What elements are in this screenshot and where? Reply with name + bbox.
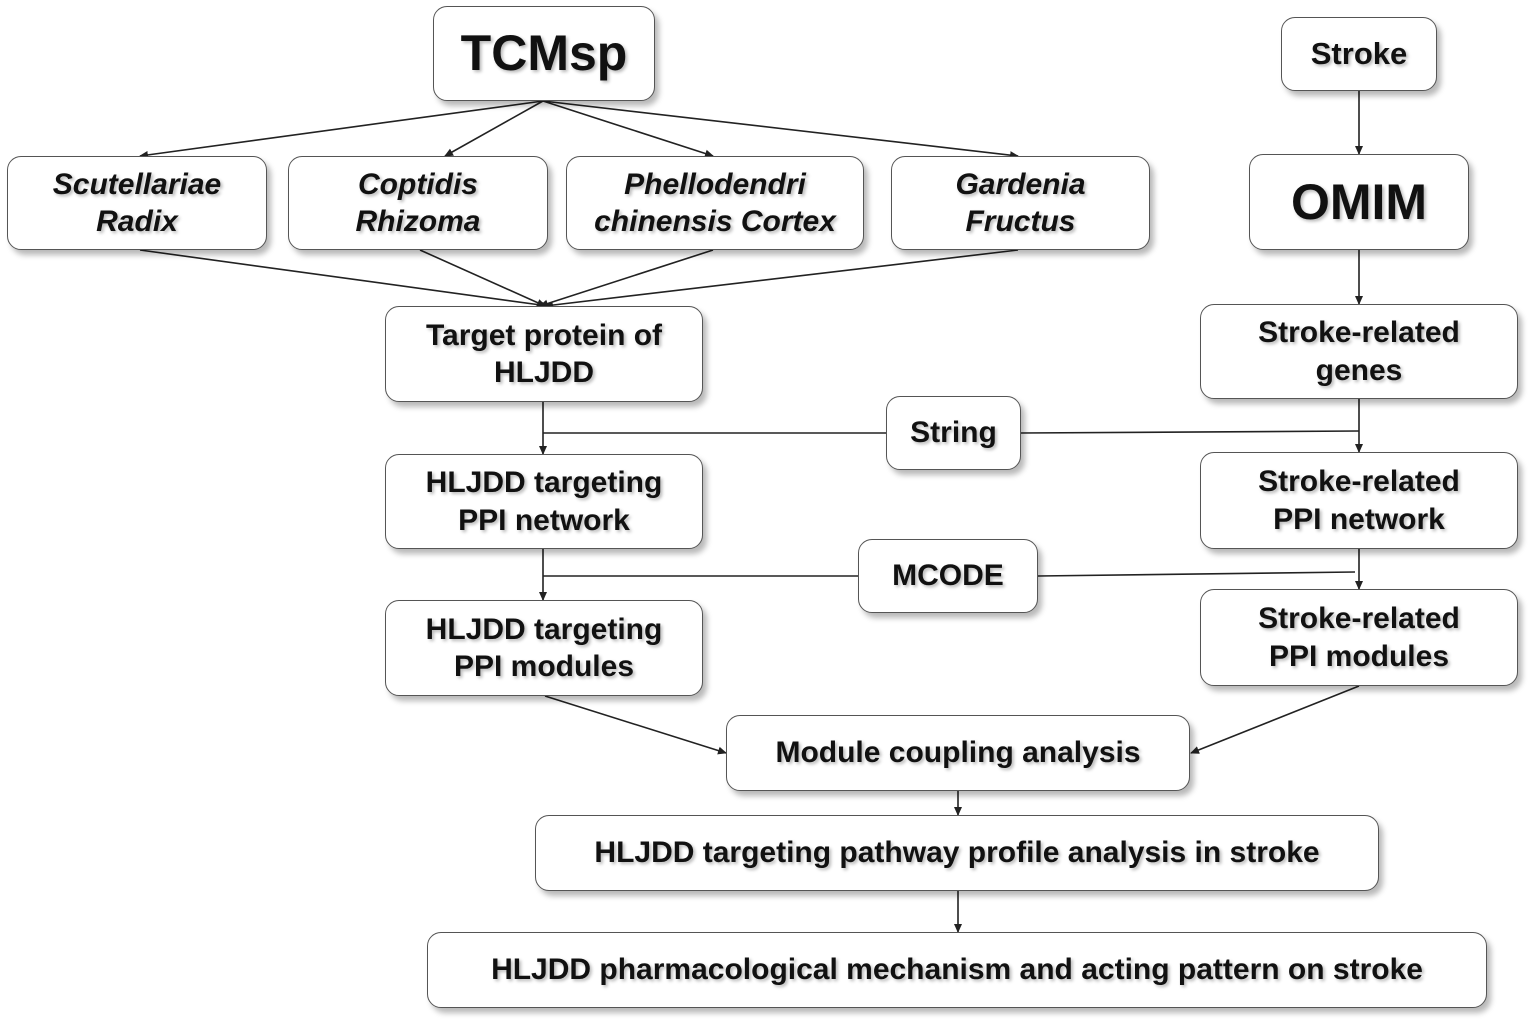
node-mcode-label: MCODE [892, 559, 1004, 593]
herb-phellodendri-line2: chinensis Cortex [594, 205, 836, 238]
herb-scutellariae-line2: Radix [96, 205, 178, 238]
pathway-profile-label: HLJDD targeting pathway profile analysis… [594, 836, 1320, 870]
stroke-ppi-modules-line2: PPI modules [1268, 639, 1450, 673]
herb-gardenia-line2: Fructus [965, 205, 1076, 238]
node-pathway-profile: HLJDD targeting pathway profile analysis… [535, 815, 1379, 891]
node-string: String [886, 396, 1021, 470]
node-tcmsp: TCMsp [433, 6, 655, 101]
node-stroke-label: Stroke [1310, 35, 1408, 71]
hljdd-ppi-network-line1: HLJDD targeting [425, 466, 663, 499]
edge-tcmsp-herb1 [139, 100, 544, 159]
target-protein-line1: Target protein of [425, 318, 663, 352]
herb-coptidis-line1: Coptidis [358, 167, 478, 201]
edge-stroke-modules-coupling [1190, 685, 1360, 754]
stroke-genes-line1: Stroke-related [1258, 316, 1460, 349]
node-stroke-genes: Stroke-related genes [1200, 304, 1518, 399]
herb-scutellariae-line1: Scutellariae [52, 167, 222, 201]
edge-tcmsp-herb2 [444, 100, 544, 157]
node-herb-gardenia: Gardenia Fructus [891, 156, 1150, 250]
node-herb-coptidis: Coptidis Rhizoma [288, 156, 548, 250]
edge-herb3-target [539, 249, 714, 308]
node-module-coupling: Module coupling analysis [726, 715, 1190, 791]
edge-herb1-target [139, 249, 549, 309]
mechanism-label: HLJDD pharmacological mechanism and acti… [491, 953, 1423, 987]
node-omim-label: OMIM [1290, 173, 1428, 230]
hljdd-ppi-network-line2: PPI network [458, 503, 630, 537]
stroke-ppi-network-line1: Stroke-related [1258, 465, 1460, 498]
module-coupling-label: Module coupling analysis [775, 736, 1141, 770]
stroke-genes-line2: genes [1315, 353, 1403, 387]
target-protein-line2: HLJDD [493, 356, 594, 389]
edge-mcode-right [1037, 571, 1356, 577]
edge-hljdd-modules-coupling [544, 695, 727, 755]
node-target-protein: Target protein of HLJDD [385, 306, 703, 402]
node-herb-phellodendri: Phellodendri chinensis Cortex [566, 156, 864, 250]
herb-coptidis-line2: Rhizoma [355, 205, 481, 238]
node-mcode: MCODE [858, 539, 1038, 613]
node-string-label: String [910, 416, 997, 450]
node-omim: OMIM [1249, 154, 1469, 250]
node-hljdd-ppi-network: HLJDD targeting PPI network [385, 454, 703, 549]
edge-string-right [1020, 430, 1360, 434]
edge-herb2-target [419, 249, 546, 307]
hljdd-ppi-modules-line2: PPI modules [453, 650, 635, 683]
herb-gardenia-line1: Gardenia [955, 167, 1086, 201]
node-herb-scutellariae: Scutellariae Radix [7, 156, 267, 250]
edge-tcmsp-herb3 [542, 100, 714, 158]
edge-herb4-target [544, 249, 1019, 310]
node-tcmsp-label: TCMsp [460, 25, 628, 82]
node-stroke: Stroke [1281, 17, 1437, 91]
stroke-ppi-network-line2: PPI network [1273, 502, 1445, 536]
hljdd-ppi-modules-line1: HLJDD targeting [425, 612, 663, 646]
edge-tcmsp-herb4 [542, 100, 1019, 160]
node-hljdd-ppi-modules: HLJDD targeting PPI modules [385, 600, 703, 696]
herb-phellodendri-line1: Phellodendri [624, 167, 806, 201]
node-stroke-ppi-network: Stroke-related PPI network [1200, 452, 1518, 549]
stroke-ppi-modules-line1: Stroke-related [1258, 602, 1460, 635]
node-mechanism: HLJDD pharmacological mechanism and acti… [427, 932, 1487, 1008]
node-stroke-ppi-modules: Stroke-related PPI modules [1200, 589, 1518, 686]
